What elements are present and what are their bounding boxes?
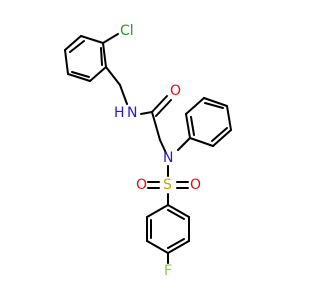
sulfonyl-o-right-label: O bbox=[190, 177, 201, 193]
sulfonamide-n-label: N bbox=[163, 150, 173, 166]
bond-ring-to-cl bbox=[102, 33, 119, 44]
phenyl-ring bbox=[185, 97, 232, 147]
bond-ch2-to-nh bbox=[119, 84, 128, 105]
fluorophenyl-ring bbox=[146, 204, 190, 254]
bond-carbonyl-double-2 bbox=[155, 99, 172, 117]
chlorine-label: Cl bbox=[120, 23, 134, 39]
sulfonyl-o-left-label: O bbox=[136, 177, 147, 193]
bond-n-to-phenyl bbox=[177, 137, 191, 151]
bond-ring-to-ch2 bbox=[105, 66, 121, 86]
bond-nh-to-carbonyl bbox=[140, 111, 153, 115]
bond-carbonyl-to-ch2 bbox=[151, 111, 161, 141]
sulfur-label: S bbox=[163, 177, 172, 193]
amide-h-label: H bbox=[114, 105, 125, 121]
amide-n-label: N bbox=[127, 105, 137, 121]
chlorophenyl-ring bbox=[64, 35, 107, 82]
fluorine-label: F bbox=[164, 263, 172, 279]
bond-carbonyl-double-1 bbox=[151, 95, 168, 113]
molecule-drawing: Cl N H O N S O O F bbox=[64, 23, 232, 279]
bond-ch2-to-n bbox=[159, 139, 167, 154]
carbonyl-o-label: O bbox=[170, 83, 181, 99]
structure-canvas: Cl N H O N S O O F bbox=[64, 23, 232, 279]
